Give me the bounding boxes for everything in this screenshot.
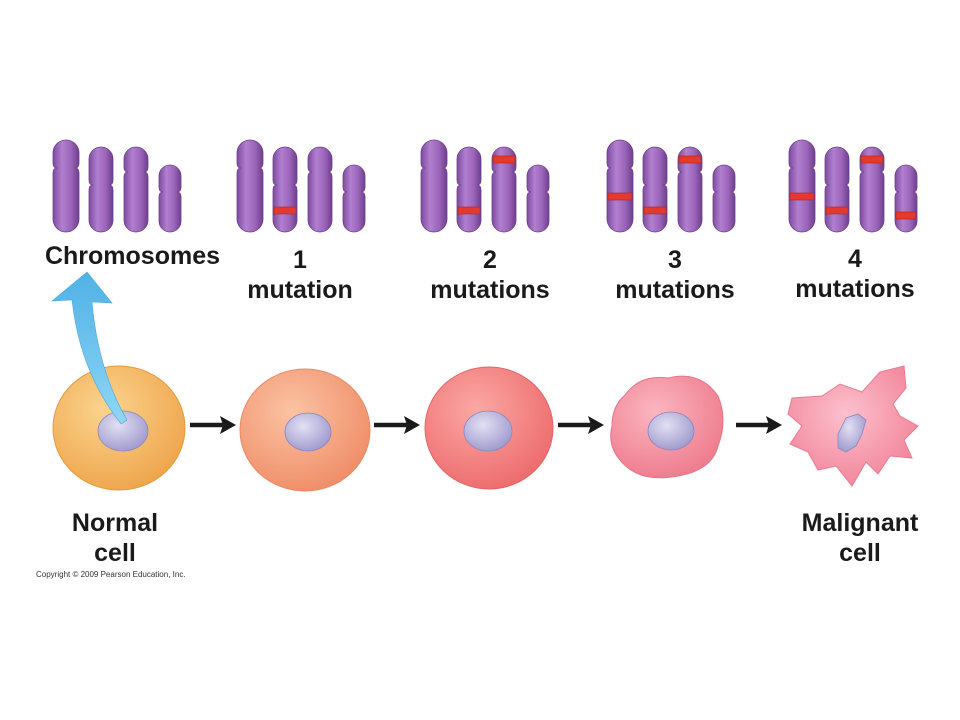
mutation-band: [643, 206, 667, 215]
malignant-cell-line1: Malignant: [801, 509, 919, 537]
nucleus-to-chromosomes-arrow: [51, 271, 128, 425]
chromosome-set-stage-0: [52, 139, 182, 233]
mutation-band: [825, 206, 849, 215]
arrow-head: [588, 416, 604, 434]
chromosome: [491, 146, 517, 233]
chromosome: [236, 139, 264, 233]
chromosome: [307, 146, 333, 233]
stage-1-word: mutation: [247, 276, 353, 304]
stage-3-word: mutations: [615, 276, 735, 304]
chromosome-set-stage-2: [420, 139, 550, 233]
mutation-band: [860, 155, 884, 164]
normal-cell-line2: cell: [94, 539, 136, 567]
stage-2-count: 2: [483, 246, 497, 274]
arrow-head: [404, 416, 420, 434]
progression-arrow-4: [736, 416, 782, 434]
mutation-band: [895, 211, 917, 220]
malignant-cell-line2: cell: [839, 539, 881, 567]
progression-arrow-2: [374, 416, 420, 434]
stage-4-label: 4 mutations: [780, 244, 930, 304]
normal-cell-line1: Normal: [71, 509, 159, 537]
chromosome: [123, 146, 149, 233]
chromosome: [642, 146, 668, 233]
copyright-notice: Copyright © 2009 Pearson Education, Inc.: [36, 570, 186, 579]
stage-1-count: 1: [293, 246, 307, 274]
progression-arrow-1: [190, 416, 236, 434]
progression-arrow-3: [558, 416, 604, 434]
chromosome: [606, 139, 634, 233]
stage-2-word: mutations: [430, 276, 550, 304]
mutation-band: [457, 206, 481, 215]
stage-2-label: 2 mutations: [415, 245, 565, 305]
stage-1-label: 1 mutation: [230, 245, 370, 305]
mutation-band: [678, 155, 702, 164]
chromosome: [526, 164, 550, 233]
stage-4-count: 4: [848, 245, 862, 273]
mutation-band: [492, 155, 516, 164]
mutation-band: [273, 206, 297, 215]
chromosome: [712, 164, 736, 233]
malignant-cell-label: Malignant cell: [780, 508, 940, 568]
chromosome: [420, 139, 448, 233]
chromosome: [456, 146, 482, 233]
mutation-band: [607, 192, 633, 201]
arrow-head: [766, 416, 782, 434]
normal-cell-label: Normal cell: [45, 508, 185, 568]
nucleus: [647, 411, 695, 451]
stage-4-word: mutations: [795, 275, 915, 303]
chromosome: [859, 146, 885, 233]
chromosome: [342, 164, 366, 233]
chromosome-set-stage-4: [788, 139, 918, 233]
chromosome: [158, 164, 182, 233]
chromosome-set-stage-3: [606, 139, 736, 233]
chromosome: [824, 146, 850, 233]
chromosome-set-stage-1: [236, 139, 366, 233]
mutation-band: [789, 192, 815, 201]
nucleus: [284, 412, 332, 452]
arrow-head: [220, 416, 236, 434]
chromosomes-label: Chromosomes: [44, 242, 221, 270]
chromosome: [272, 146, 298, 233]
stage-3-count: 3: [668, 246, 682, 274]
nucleus: [97, 410, 149, 452]
chromosome: [677, 146, 703, 233]
chromosome: [52, 139, 80, 233]
nucleus: [463, 410, 513, 452]
malignant-nucleus: [837, 413, 867, 453]
stage-3-label: 3 mutations: [600, 245, 750, 305]
chromosome: [88, 146, 114, 233]
chromosome: [788, 139, 816, 233]
chromosome: [894, 164, 918, 233]
